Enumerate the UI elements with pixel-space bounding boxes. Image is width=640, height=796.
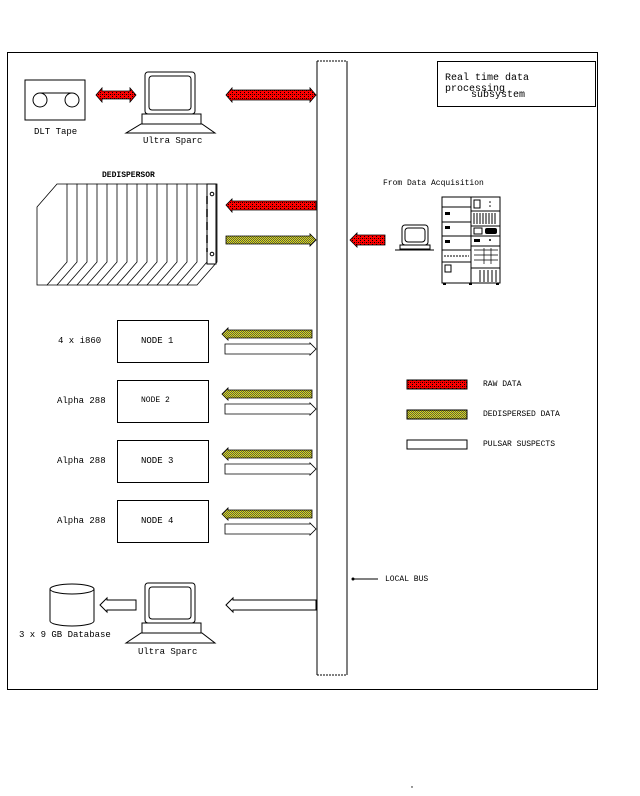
node-2-cpu: Alpha 288: [57, 396, 106, 406]
node-4-cpu: Alpha 288: [57, 516, 106, 526]
dedispersor-label: DEDISPERSOR: [102, 171, 155, 180]
legend-label-raw: RAW DATA: [483, 380, 522, 389]
suspects-arrow-from-node-4: [224, 522, 317, 536]
stray-dot: [411, 786, 413, 788]
database-label: 3 x 9 GB Database: [19, 630, 111, 640]
suspects-arrow-from-node-1: [224, 342, 317, 356]
node-4-label: NODE 4: [141, 516, 174, 526]
suspects-arrow-from-node-2: [224, 402, 317, 416]
dedispersed-arrow-to-node-2: [221, 387, 313, 401]
node-4: NODE 4: [117, 500, 209, 543]
legend-swatch-dedispersed: [406, 409, 468, 420]
dedispersed-data-arrow-to-bus: [225, 233, 317, 247]
node-1-label: NODE 1: [141, 336, 174, 346]
dedispersed-arrow-to-node-3: [221, 447, 313, 461]
workstation-icon-top: [124, 71, 217, 134]
database-cylinder-icon: [49, 583, 95, 627]
ultra-sparc-top-label: Ultra Sparc: [143, 136, 203, 146]
legend-swatch-suspects: [406, 439, 468, 450]
raw-data-arrow-bus-dedispersor: [225, 198, 317, 214]
legend-swatch-raw: [406, 379, 468, 390]
dedispersed-arrow-to-node-1: [221, 327, 313, 341]
title-line-1: Real time data processing: [445, 73, 530, 95]
dedispersor-screw: [209, 251, 215, 257]
tape-label: DLT Tape: [34, 127, 78, 137]
raw-data-arrow-sparc-bus: [225, 86, 317, 104]
local-bus-pointer: [351, 577, 378, 581]
node-3-label: NODE 3: [141, 456, 174, 466]
raw-data-arrow-acquisition-bus: [349, 232, 386, 248]
acquisition-terminal-icon: [395, 224, 434, 251]
node-2-label: NODE 2: [141, 396, 170, 405]
local-bus: [316, 60, 348, 676]
tape-drive-icon: [24, 79, 86, 121]
ultra-sparc-bottom-label: Ultra Sparc: [138, 647, 198, 657]
node-3: NODE 3: [117, 440, 209, 483]
dedispersed-arrow-to-node-4: [221, 507, 313, 521]
equipment-rack-icon: [441, 196, 501, 285]
subsystem-frame: [7, 52, 598, 690]
acquisition-label: From Data Acquisition: [383, 179, 484, 188]
suspects-arrow-sparc-database: [99, 596, 137, 614]
suspects-arrow-from-node-3: [224, 462, 317, 476]
node-1-cpu: 4 x i860: [58, 336, 102, 346]
workstation-icon-bottom: [124, 582, 217, 644]
local-bus-label: LOCAL BUS: [385, 575, 429, 584]
title-line-2: subsystem: [471, 90, 526, 101]
raw-data-arrow-tape-sparc: [95, 86, 137, 104]
legend-label-dedispersed: DEDISPERSED DATA: [483, 410, 560, 419]
board-rack-icon: [36, 183, 218, 286]
suspects-arrow-bus-sparc: [225, 596, 317, 614]
node-1: NODE 1: [117, 320, 209, 363]
legend-label-suspects: PULSAR SUSPECTS: [483, 440, 556, 449]
dedispersor-board: [36, 183, 68, 286]
node-2: NODE 2: [117, 380, 209, 423]
title-box: Real time data processing subsystem: [437, 61, 596, 107]
dedispersor-screw: [209, 191, 215, 197]
node-3-cpu: Alpha 288: [57, 456, 106, 466]
